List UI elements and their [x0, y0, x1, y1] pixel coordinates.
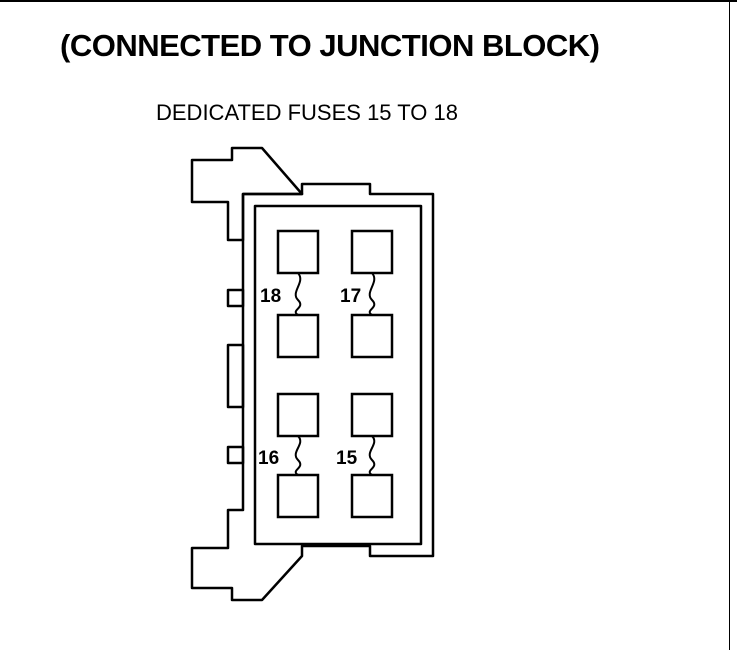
connector-inner-rim [253, 204, 423, 546]
fuse-17-terminal-top [350, 229, 394, 275]
connector-housing-body [190, 182, 435, 602]
fuse-18-label: 18 [260, 286, 281, 307]
fuse-18-terminal-top [276, 229, 320, 275]
fuse-17-label: 17 [340, 286, 361, 307]
left-latch-mid [226, 343, 245, 409]
fuse-18-link [294, 272, 302, 316]
top-border-line [0, 0, 737, 2]
fuse-16-terminal-top [276, 392, 320, 438]
connector-housing-outline [190, 146, 304, 242]
fuse-17-terminal-bottom [350, 313, 394, 359]
fuse-15-label: 15 [336, 448, 358, 469]
fuse-15-terminal-top [350, 392, 394, 438]
fuse-15-link [368, 435, 376, 476]
diagram-subtitle: DEDICATED FUSES 15 TO 18 [156, 100, 458, 125]
left-latch-bottom [226, 445, 245, 465]
fuse-15-terminal-bottom [350, 473, 394, 519]
diagram-title: (CONNECTED TO JUNCTION BLOCK) [60, 28, 600, 63]
fuse-18-terminal-bottom [276, 313, 320, 359]
fuse-16-link [294, 435, 302, 476]
fuse-17-link [368, 272, 376, 316]
right-border-line [729, 0, 730, 650]
fuse-16-label: 16 [258, 448, 279, 469]
fuse-16-terminal-bottom [276, 473, 320, 519]
left-latch-top [226, 288, 245, 308]
